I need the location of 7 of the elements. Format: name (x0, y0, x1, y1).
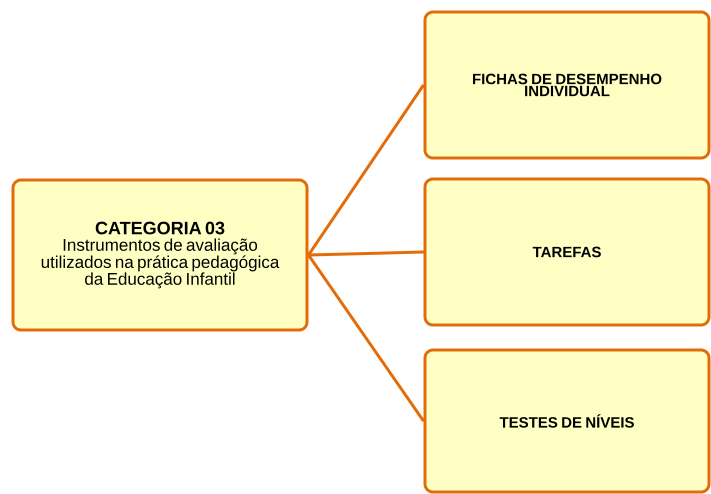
process-box: TAREFAS (424, 178, 710, 326)
process-box: FICHAS DE DESEMPENHO INDIVIDUAL (424, 10, 710, 160)
process-box: CATEGORIA 03 Instrumentos de avaliação utilizados na prática pedagógica da Educação Infantil (12, 178, 308, 332)
connector-line (308, 250, 424, 256)
connector-line (307, 84, 425, 256)
connector-line (307, 254, 425, 422)
process-box: TESTES DE NÍVEIS (424, 348, 710, 494)
